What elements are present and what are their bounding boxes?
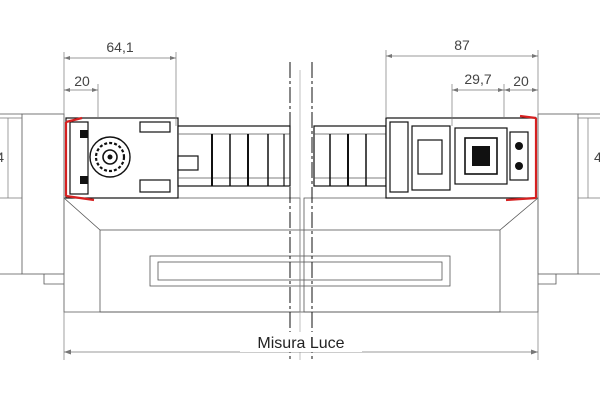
dim-left-height-label: 4 — [0, 149, 4, 165]
break-lines — [289, 62, 313, 360]
gear-icon — [89, 136, 131, 178]
dimension-top-left-inner: 20 — [64, 73, 99, 118]
left-mechanism — [65, 117, 179, 199]
dimension-top-right-inner: 20 — [504, 73, 538, 92]
dim-20-left-label: 20 — [74, 73, 90, 89]
red-profile-left — [64, 116, 95, 202]
right-mechanism — [385, 117, 537, 199]
dim-right-height-label: 4 — [594, 149, 600, 165]
opening-width-label: Misura Luce — [257, 335, 344, 352]
dimension-opening-width: Misura Luce — [63, 198, 539, 360]
right-wall — [537, 113, 600, 275]
left-rail — [177, 125, 291, 187]
dim-64-1-label: 64,1 — [106, 39, 133, 55]
dim-29-7-label: 29,7 — [464, 71, 491, 87]
dim-87-label: 87 — [454, 37, 470, 53]
red-profile-right — [505, 114, 538, 202]
dimension-right-height: 4 — [578, 117, 600, 199]
dim-20-right-label: 20 — [513, 73, 529, 89]
dimension-left-height: 4 — [0, 117, 22, 199]
right-rail — [313, 125, 387, 187]
left-wall — [0, 113, 65, 275]
dimension-top-right-outer: 87 — [385, 37, 539, 118]
dimension-top-left-outer: 64,1 — [63, 39, 177, 126]
